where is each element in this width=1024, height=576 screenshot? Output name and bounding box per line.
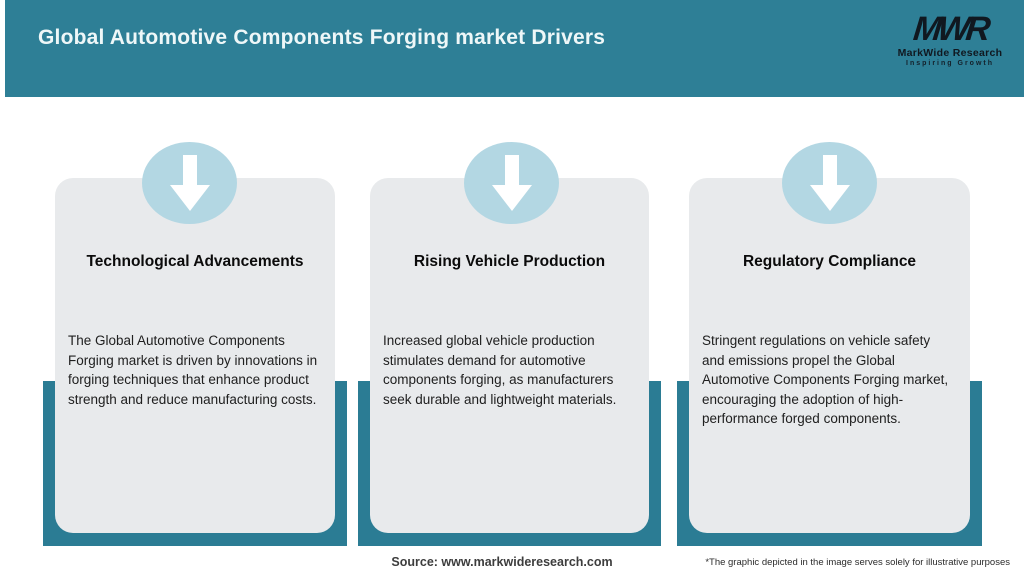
source-attribution: Source: www.markwideresearch.com — [391, 555, 613, 569]
logo-tagline: Inspiring Growth — [906, 60, 994, 67]
disclaimer-note: *The graphic depicted in the image serve… — [705, 557, 1010, 568]
card-title: Technological Advancements — [86, 253, 304, 270]
driver-card-regulatory-compliance: Regulatory Compliance Stringent regulati… — [689, 178, 970, 533]
card-body-text: Increased global vehicle production stim… — [383, 333, 617, 407]
mwr-monogram-icon: MWR — [911, 10, 989, 48]
header-band: Global Automotive Components Forging mar… — [5, 0, 1024, 97]
down-arrow-icon — [142, 142, 237, 224]
driver-card-technological-advancements: Technological Advancements The Global Au… — [55, 178, 335, 533]
markwide-research-logo: MWR MarkWide Research Inspiring Growth — [890, 10, 1010, 67]
card-body-text: The Global Automotive Components Forging… — [68, 333, 318, 407]
logo-name: MarkWide Research — [897, 47, 1003, 59]
page-title: Global Automotive Components Forging mar… — [38, 26, 606, 49]
down-arrow-icon — [782, 142, 877, 224]
driver-card-rising-vehicle-production: Rising Vehicle Production Increased glob… — [370, 178, 649, 533]
card-title: Regulatory Compliance — [742, 253, 917, 270]
down-arrow-icon — [464, 142, 559, 224]
card-title: Rising Vehicle Production — [413, 253, 606, 270]
card-body-text: Stringent regulations on vehicle safety … — [702, 333, 949, 426]
